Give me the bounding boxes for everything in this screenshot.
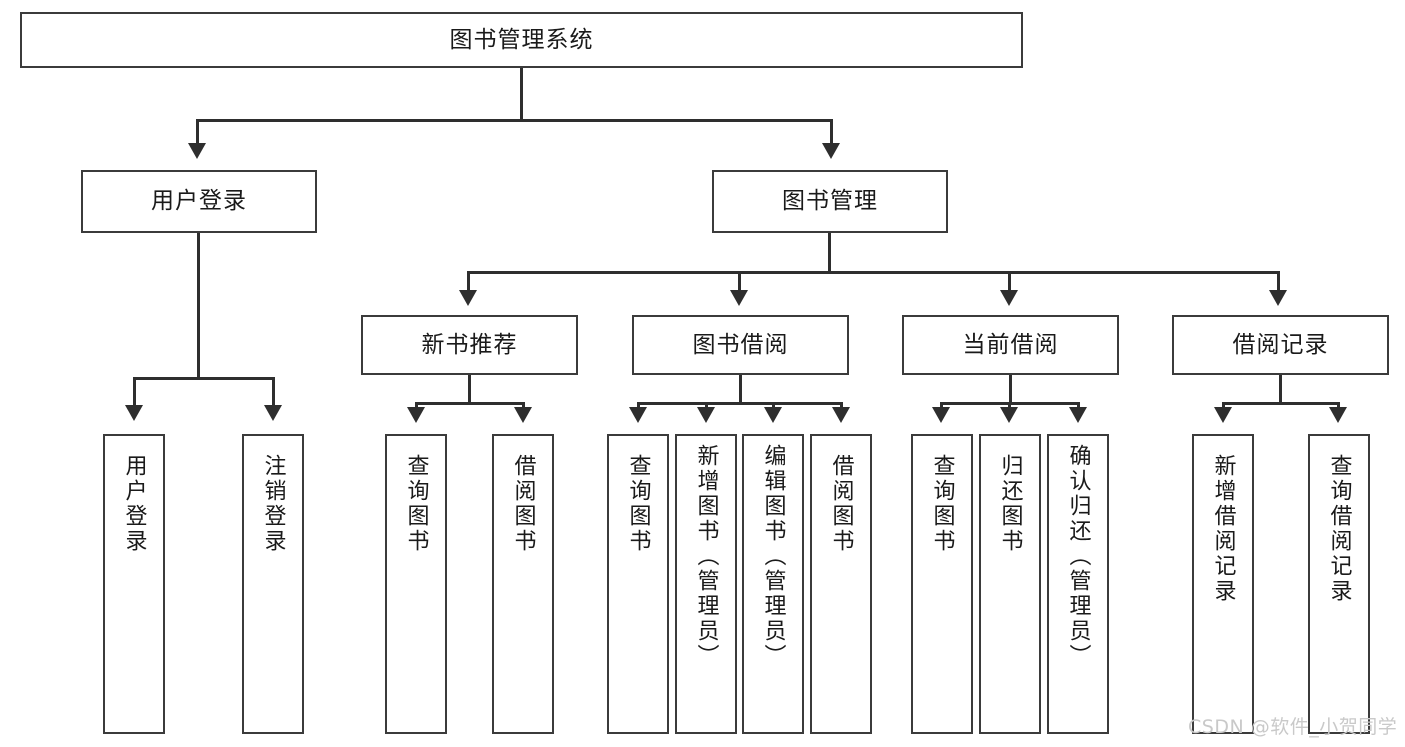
node-label: 新增借阅记录 xyxy=(1210,454,1236,604)
node-label: 图书管理系统 xyxy=(449,26,594,53)
arrow-borrow-record-leaf-1 xyxy=(1214,407,1232,423)
leaf-query-book-new-recommend[interactable]: 查询图书 xyxy=(385,434,447,734)
connector-book-manage-drop-2 xyxy=(738,271,741,293)
arrow-borrow-record-leaf-2 xyxy=(1329,407,1347,423)
leaf-query-borrow-record[interactable]: 查询借阅记录 xyxy=(1308,434,1370,734)
leaf-user-login[interactable]: 用户登录 xyxy=(103,434,165,734)
connector-user-login-drop-1 xyxy=(133,377,136,407)
connector-user-login-drop-2 xyxy=(272,377,275,407)
node-new-book-recommend[interactable]: 新书推荐 xyxy=(361,315,578,375)
leaf-borrow-book-borrow[interactable]: 借阅图书 xyxy=(810,434,872,734)
connector-root-to-user-login xyxy=(196,119,199,145)
connector-book-borrow-drop-2 xyxy=(705,402,708,410)
node-label: 用户登录 xyxy=(121,454,147,554)
node-label: 查询借阅记录 xyxy=(1326,454,1352,604)
arrow-user-login-leaf-1 xyxy=(125,405,143,421)
node-root-book-management-system[interactable]: 图书管理系统 xyxy=(20,12,1023,68)
leaf-confirm-return-admin[interactable]: 确认归还（管理员） xyxy=(1047,434,1109,734)
connector-current-borrow-drop-3 xyxy=(1077,402,1080,410)
node-current-borrow[interactable]: 当前借阅 xyxy=(902,315,1119,375)
connector-current-borrow-drop-1 xyxy=(940,402,943,410)
arrow-book-manage-to-book-borrow xyxy=(730,290,748,306)
connector-book-manage-drop-3 xyxy=(1008,271,1011,293)
leaf-edit-book-admin[interactable]: 编辑图书（管理员） xyxy=(742,434,804,734)
node-label: 查询图书 xyxy=(403,454,429,554)
node-label: 图书管理 xyxy=(782,188,878,215)
arrow-new-book-leaf-2 xyxy=(514,407,532,423)
node-label: 借阅记录 xyxy=(1232,331,1329,358)
node-label: 当前借阅 xyxy=(962,331,1059,358)
node-label: 归还图书 xyxy=(997,454,1023,554)
connector-book-borrow-drop-1 xyxy=(637,402,640,410)
arrow-root-to-user-login xyxy=(188,143,206,159)
connector-book-borrow-stem xyxy=(739,375,742,404)
connector-user-login-bus xyxy=(133,377,275,380)
node-label: 确认归还（管理员） xyxy=(1065,444,1091,669)
connector-borrow-record-drop-2 xyxy=(1337,402,1340,410)
connector-book-manage-drop-1 xyxy=(467,271,470,293)
node-label: 查询图书 xyxy=(625,454,651,554)
connector-current-borrow-drop-2 xyxy=(1008,402,1011,410)
node-book-borrow[interactable]: 图书借阅 xyxy=(632,315,849,375)
connector-book-borrow-drop-3 xyxy=(772,402,775,410)
connector-root-stem xyxy=(520,68,523,120)
leaf-add-book-admin[interactable]: 新增图书（管理员） xyxy=(675,434,737,734)
arrow-book-manage-to-new-book xyxy=(459,290,477,306)
csdn-watermark: CSDN @软件_小贺同学 xyxy=(1188,716,1398,738)
arrow-user-login-leaf-2 xyxy=(264,405,282,421)
node-label: 借阅图书 xyxy=(510,454,536,554)
node-label: 借阅图书 xyxy=(828,454,854,554)
leaf-query-book-current[interactable]: 查询图书 xyxy=(911,434,973,734)
node-label: 查询图书 xyxy=(929,454,955,554)
connector-book-manage-stem xyxy=(828,233,831,273)
node-label: 新书推荐 xyxy=(421,331,518,358)
arrow-book-borrow-leaf-1 xyxy=(629,407,647,423)
leaf-logout-login[interactable]: 注销登录 xyxy=(242,434,304,734)
leaf-borrow-book-new-recommend[interactable]: 借阅图书 xyxy=(492,434,554,734)
connector-book-manage-bus xyxy=(467,271,1279,274)
node-book-management[interactable]: 图书管理 xyxy=(712,170,948,233)
node-borrow-record[interactable]: 借阅记录 xyxy=(1172,315,1389,375)
node-label: 新增图书（管理员） xyxy=(693,444,719,669)
node-user-login[interactable]: 用户登录 xyxy=(81,170,317,233)
connector-root-to-book-manage xyxy=(830,119,833,145)
arrow-current-borrow-leaf-3 xyxy=(1069,407,1087,423)
leaf-query-book-borrow[interactable]: 查询图书 xyxy=(607,434,669,734)
connector-new-book-stem xyxy=(468,375,471,404)
leaf-return-book[interactable]: 归还图书 xyxy=(979,434,1041,734)
node-label: 图书借阅 xyxy=(692,331,789,358)
node-label: 用户登录 xyxy=(151,188,247,215)
connector-new-book-bus xyxy=(415,402,525,405)
connector-root-bus xyxy=(196,119,833,122)
connector-book-manage-drop-4 xyxy=(1277,271,1280,293)
node-label: 编辑图书（管理员） xyxy=(760,444,786,669)
connector-borrow-record-bus xyxy=(1222,402,1340,405)
arrow-book-manage-to-current-borrow xyxy=(1000,290,1018,306)
connector-book-borrow-drop-4 xyxy=(840,402,843,410)
arrow-book-borrow-leaf-2 xyxy=(697,407,715,423)
arrow-current-borrow-leaf-2 xyxy=(1000,407,1018,423)
connector-new-book-drop-1 xyxy=(415,402,418,410)
connector-user-login-stem xyxy=(197,233,200,379)
arrow-root-to-book-manage xyxy=(822,143,840,159)
connector-new-book-drop-2 xyxy=(522,402,525,410)
arrow-book-borrow-leaf-4 xyxy=(832,407,850,423)
node-label: 注销登录 xyxy=(260,454,286,554)
arrow-book-borrow-leaf-3 xyxy=(764,407,782,423)
connector-book-borrow-bus xyxy=(637,402,843,405)
connector-current-borrow-stem xyxy=(1009,375,1012,404)
arrow-book-manage-to-borrow-record xyxy=(1269,290,1287,306)
leaf-add-borrow-record[interactable]: 新增借阅记录 xyxy=(1192,434,1254,734)
connector-borrow-record-drop-1 xyxy=(1222,402,1225,410)
arrow-new-book-leaf-1 xyxy=(407,407,425,423)
arrow-current-borrow-leaf-1 xyxy=(932,407,950,423)
connector-borrow-record-stem xyxy=(1279,375,1282,404)
